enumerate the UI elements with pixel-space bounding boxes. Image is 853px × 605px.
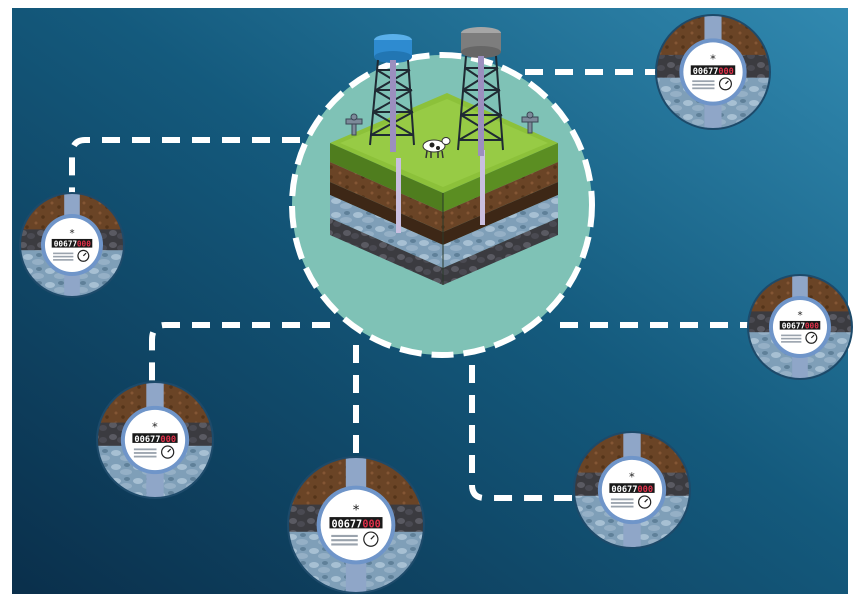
- meter-reading: 00677: [134, 435, 160, 445]
- asterisk-icon: ∗: [352, 501, 360, 516]
- label-line: [692, 83, 715, 86]
- meter-reading-red: 000: [718, 67, 733, 77]
- label-line: [133, 455, 157, 458]
- label-line: [331, 539, 358, 542]
- asterisk-icon: ∗: [797, 308, 803, 320]
- meter-reading: 00677: [331, 519, 362, 530]
- meter-reading: 00677: [693, 67, 719, 77]
- label-line: [692, 87, 715, 90]
- label-line: [781, 337, 802, 340]
- connector-left: [69, 137, 300, 200]
- meter-reading-red: 000: [805, 322, 819, 331]
- connector-bottom-right: [469, 365, 580, 501]
- connector-lower-left: [149, 322, 330, 395]
- dial-icon: [805, 331, 818, 344]
- label-line: [331, 543, 358, 546]
- label-line: [610, 502, 634, 504]
- meter-reading: 00677: [782, 322, 806, 331]
- asterisk-icon: ∗: [629, 468, 636, 482]
- meter-display: [779, 320, 821, 330]
- meter-display: [329, 517, 383, 529]
- asterisk-icon: ∗: [710, 51, 717, 64]
- tap-icon: [521, 111, 539, 134]
- water-tower-icon: [369, 34, 415, 152]
- label-line: [610, 505, 634, 508]
- meter-display: [51, 238, 93, 248]
- label-line: [53, 252, 74, 255]
- meter-display: [132, 433, 178, 443]
- label-line: [331, 534, 358, 538]
- label-line: [781, 341, 802, 343]
- label-line: [692, 80, 715, 83]
- meter-reading-red: 000: [362, 519, 380, 530]
- asterisk-icon: ∗: [69, 226, 75, 238]
- label-line: [781, 334, 802, 337]
- label-line: [133, 452, 157, 454]
- tap-icon: [345, 113, 363, 136]
- label-line: [53, 259, 74, 261]
- meter-reading-red: 000: [160, 435, 176, 445]
- water-tower-icon: [457, 27, 504, 156]
- label-line: [53, 255, 74, 258]
- meter-reading: 00677: [611, 485, 637, 495]
- meter-reading-red: 000: [637, 485, 653, 495]
- label-line: [610, 498, 634, 501]
- meter-reading-red: 000: [77, 240, 91, 249]
- label-line: [133, 448, 157, 451]
- meter-reading: 00677: [54, 240, 78, 249]
- central-hub: [289, 27, 595, 358]
- meter-display: [609, 483, 655, 493]
- cow-icon: [422, 137, 451, 159]
- asterisk-icon: ∗: [152, 418, 159, 432]
- hub-dashed-border: [289, 52, 595, 358]
- meter-display: [690, 65, 736, 75]
